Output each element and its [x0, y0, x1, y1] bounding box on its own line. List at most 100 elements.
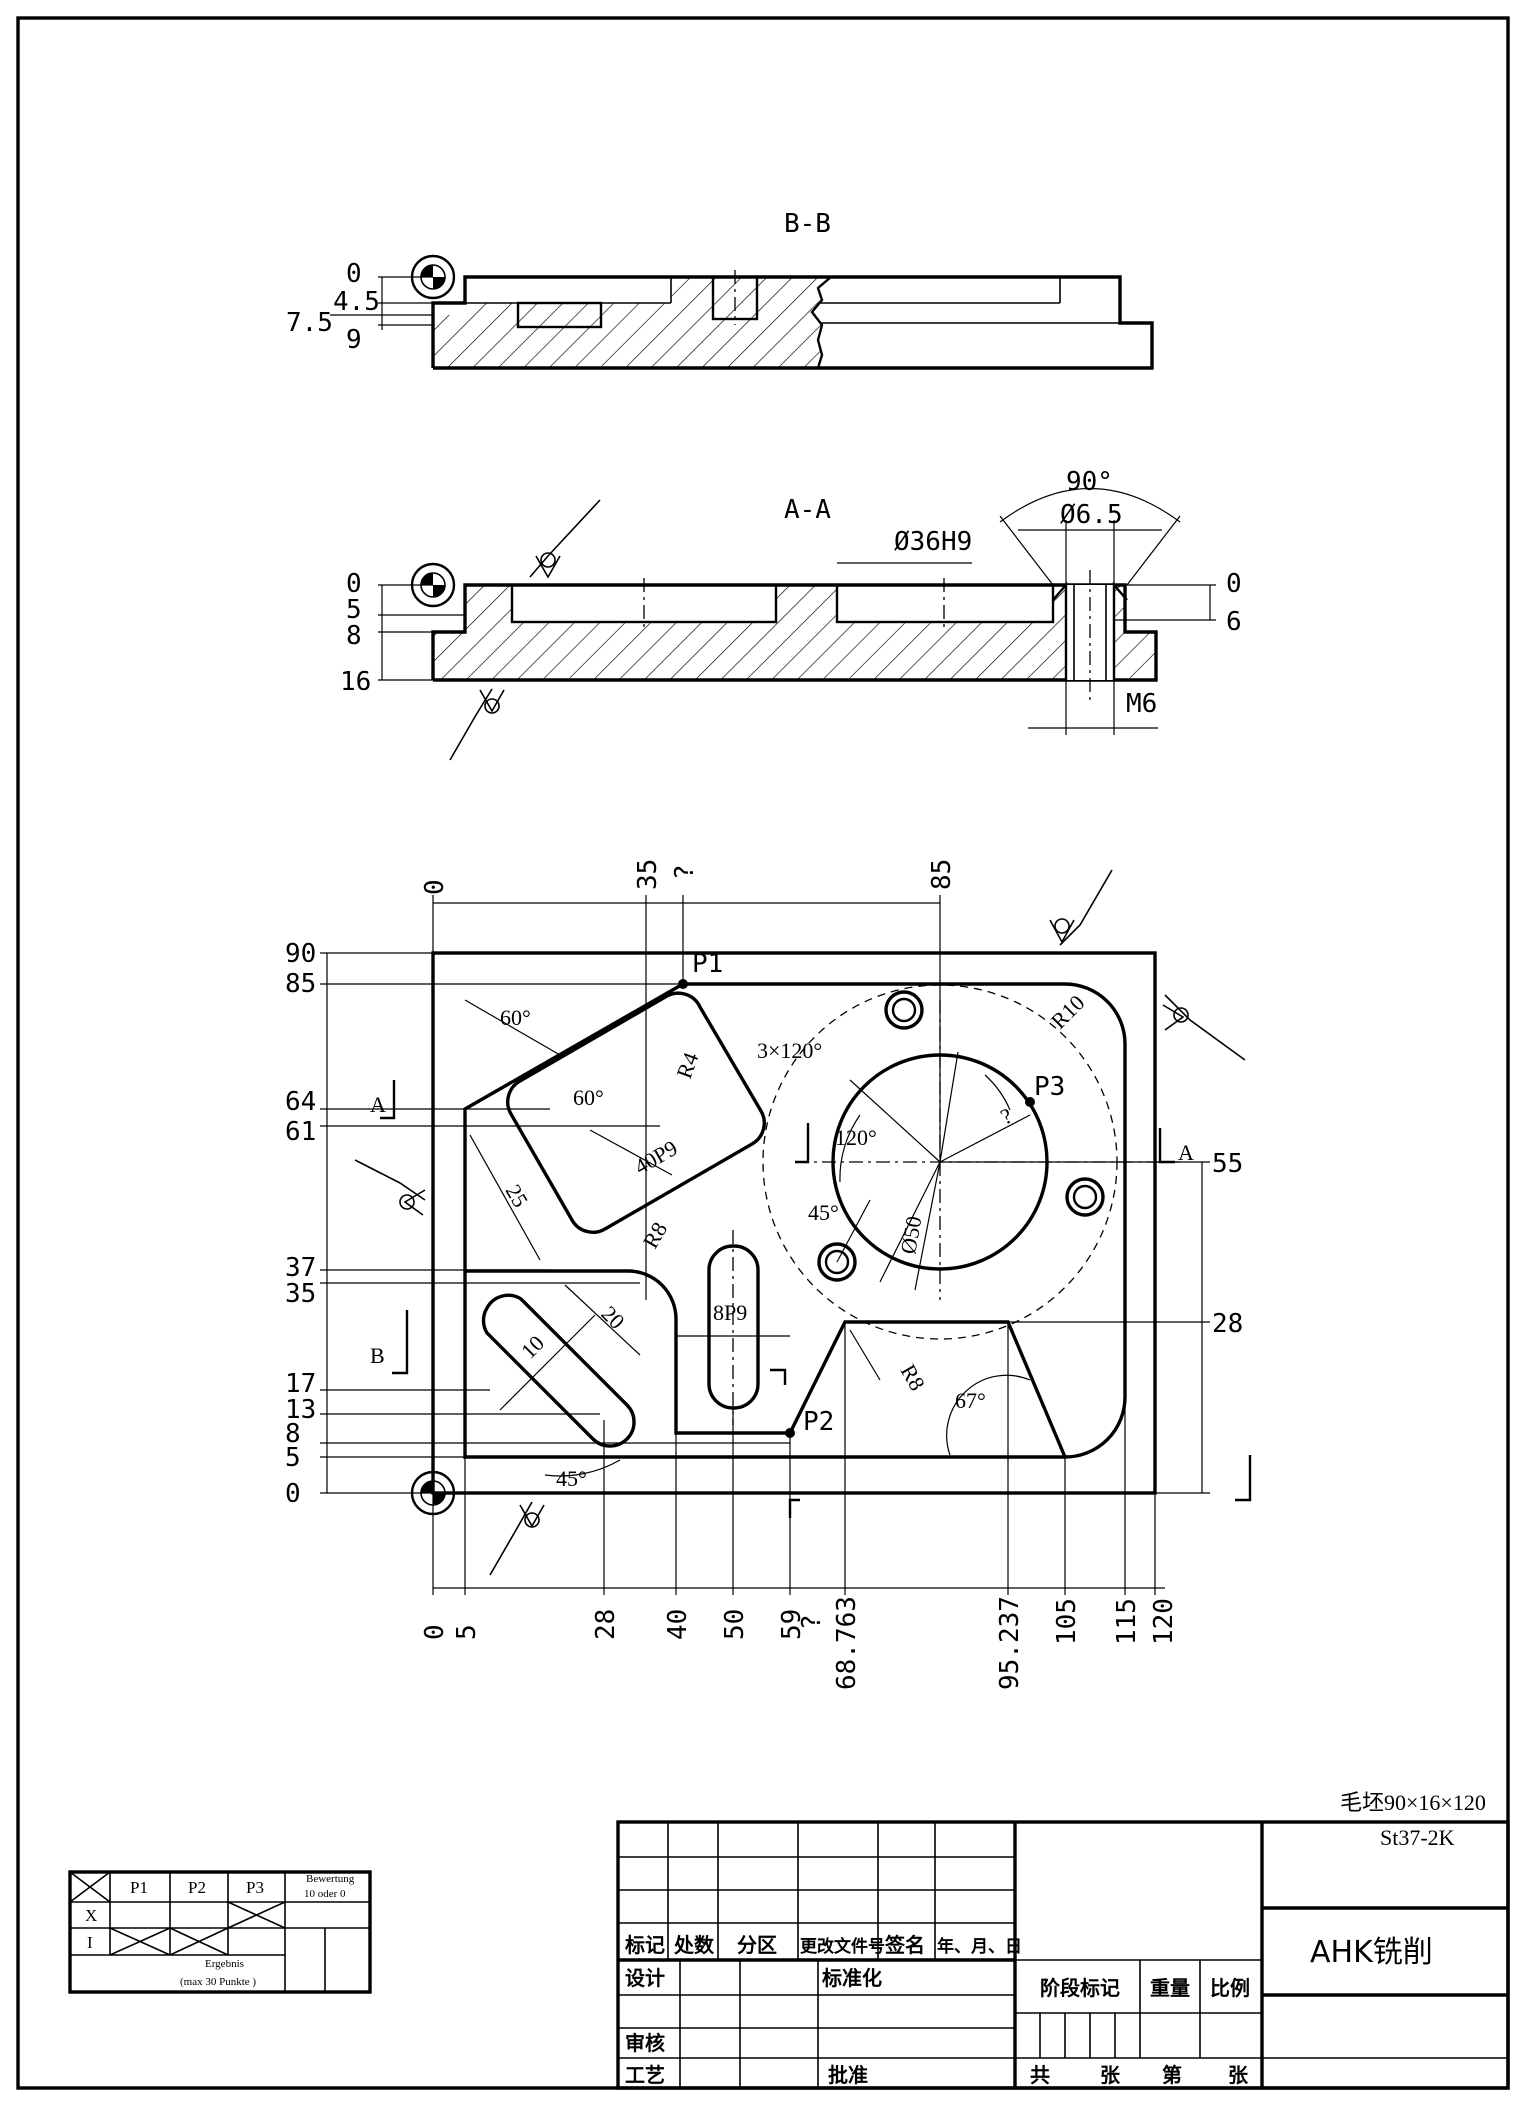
rev-header-docno: 更改文件号 [800, 1936, 885, 1957]
tb-drawing-name: AHK铣削 [1310, 1935, 1433, 1970]
score-ergebnis: Ergebnis [205, 1958, 244, 1970]
label-angle-67: 67° [955, 1388, 986, 1413]
label-r8-a: R8 [638, 1218, 672, 1253]
point-p1-label: P1 [692, 949, 723, 979]
hole-icon [884, 990, 924, 1030]
surface-finish-icon [489, 1501, 545, 1576]
label-angle-60-b: 60° [573, 1085, 604, 1110]
label-angle-120: 120° [835, 1125, 877, 1150]
score-row-i: I [87, 1933, 93, 1952]
top-dim-0: 0 [420, 879, 450, 895]
label-r8-b: R8 [896, 1360, 930, 1395]
label-width-25: 25 [501, 1180, 534, 1212]
tb-sheets-total: 共 [1030, 2063, 1050, 2087]
left-dim-64: 64 [285, 1087, 316, 1117]
title-block: 标记 处数 分区 更改文件号 签名 年、月、日 设计 标准化 审核 工艺 批准 … [616, 1820, 1510, 2090]
tb-scale: 比例 [1210, 1976, 1250, 2000]
bottom-dim-5: 5 [452, 1624, 482, 1640]
score-header-p1: P1 [130, 1878, 148, 1897]
rev-header-mark: 标记 [625, 1933, 665, 1957]
rev-header-zone: 分区 [737, 1933, 777, 1957]
surface-finish-icon [1049, 869, 1113, 946]
left-dim-90: 90 [285, 939, 316, 969]
material-note: St37-2K [1380, 1825, 1455, 1850]
score-bewertung: Bewertung [306, 1873, 355, 1885]
bb-dim-0: 0 [346, 259, 362, 289]
score-header-p3: P3 [246, 1878, 264, 1897]
score-header-p2: P2 [188, 1878, 206, 1897]
label-angle-60-a: 60° [500, 1005, 531, 1030]
label-width-10: 10 [516, 1330, 549, 1363]
svg-text:A: A [1178, 1140, 1194, 1165]
section-mark-b: B [370, 1310, 409, 1375]
left-dim-85: 85 [285, 969, 316, 999]
left-dim-17: 17 [285, 1369, 316, 1399]
tb-stage: 阶段标记 [1040, 1976, 1120, 2000]
svg-text:A: A [370, 1092, 386, 1117]
section-bb-title: B-B [784, 209, 831, 239]
surface-finish-icon [354, 1159, 426, 1216]
bottom-dim-q: ? [797, 1614, 827, 1630]
bottom-dim-28: 28 [591, 1609, 621, 1640]
score-row-x: X [85, 1906, 97, 1925]
rev-header-count: 处数 [673, 1933, 715, 1957]
surface-finish-icon [1162, 994, 1246, 1061]
bottom-dim-95237: 95.237 [995, 1596, 1025, 1690]
top-dim-85: 85 [927, 859, 957, 890]
label-r4: R4 [671, 1049, 703, 1082]
aa-dim-right-0: 0 [1226, 569, 1242, 599]
svg-text:B: B [370, 1343, 385, 1368]
section-mark-a-right: A [1158, 1128, 1194, 1165]
point-p2-label: P2 [803, 1407, 834, 1437]
left-dim-37: 37 [285, 1253, 316, 1283]
label-angle-45-b: 45° [808, 1200, 839, 1225]
left-dim-35: 35 [285, 1279, 316, 1309]
left-dim-5: 5 [285, 1443, 301, 1473]
bottom-dim-59: 59 [777, 1609, 807, 1640]
surface-finish-icon [449, 688, 505, 761]
right-dim-28: 28 [1212, 1309, 1243, 1339]
bottom-dim-115: 115 [1112, 1598, 1142, 1645]
label-r10: R10 [1046, 990, 1090, 1034]
aa-dim-5: 5 [346, 595, 362, 625]
bottom-dim-68763: 68.763 [832, 1596, 862, 1690]
right-dim-55: 55 [1212, 1149, 1243, 1179]
left-dim-13: 13 [285, 1395, 316, 1425]
left-dim-8: 8 [285, 1419, 301, 1449]
left-dim-61: 61 [285, 1117, 316, 1147]
top-dim-q: ? [670, 864, 700, 880]
aa-hole-dia: Ø6.5 [1060, 500, 1123, 530]
aa-bore-dim: Ø36H9 [894, 527, 972, 557]
label-pattern-3x120: 3×120° [757, 1038, 822, 1063]
hole-icon [817, 1242, 857, 1282]
plan-view: P1 P2 P3 A [285, 859, 1252, 1690]
hole-icon [1065, 1177, 1105, 1217]
bottom-dim-120: 120 [1149, 1598, 1179, 1645]
section-aa-title: A-A [784, 495, 831, 525]
tb-sheets-unit-b: 张 [1228, 2063, 1249, 2087]
aa-dim-8: 8 [346, 621, 362, 651]
rev-header-date: 年、月、日 [937, 1936, 1022, 1957]
bb-dim-4.5: 4.5 [333, 287, 380, 317]
label-diameter-50: Ø50 [895, 1214, 926, 1256]
bottom-dim-0: 0 [420, 1624, 450, 1640]
aa-dim-right-6: 6 [1226, 607, 1242, 637]
aa-dim-16: 16 [340, 667, 371, 697]
surface-finish-icon [529, 499, 601, 579]
score-table: P1 P2 P3 Bewertung 10 oder 0 X I Ergebni… [68, 1870, 372, 1994]
section-mark-a-left: A [370, 1080, 396, 1120]
bottom-dim-105: 105 [1052, 1598, 1082, 1645]
score-bewertung-sub: 10 oder 0 [304, 1888, 346, 1900]
tb-standard: 标准化 [822, 1966, 882, 1990]
tb-sheet-no: 第 [1162, 2063, 1182, 2087]
tb-review: 审核 [625, 2031, 665, 2055]
rev-header-sign: 签名 [884, 1933, 925, 1957]
aa-thread: M6 [1126, 689, 1157, 719]
top-dim-35: 35 [633, 859, 663, 890]
label-slot-8p9: 8P9 [713, 1300, 747, 1325]
label-slot-40p9: 40P9 [630, 1135, 682, 1179]
left-dim-0: 0 [285, 1479, 301, 1509]
score-ergebnis-sub: (max 30 Punkte ) [180, 1976, 256, 1988]
bb-dim-9: 9 [346, 325, 362, 355]
